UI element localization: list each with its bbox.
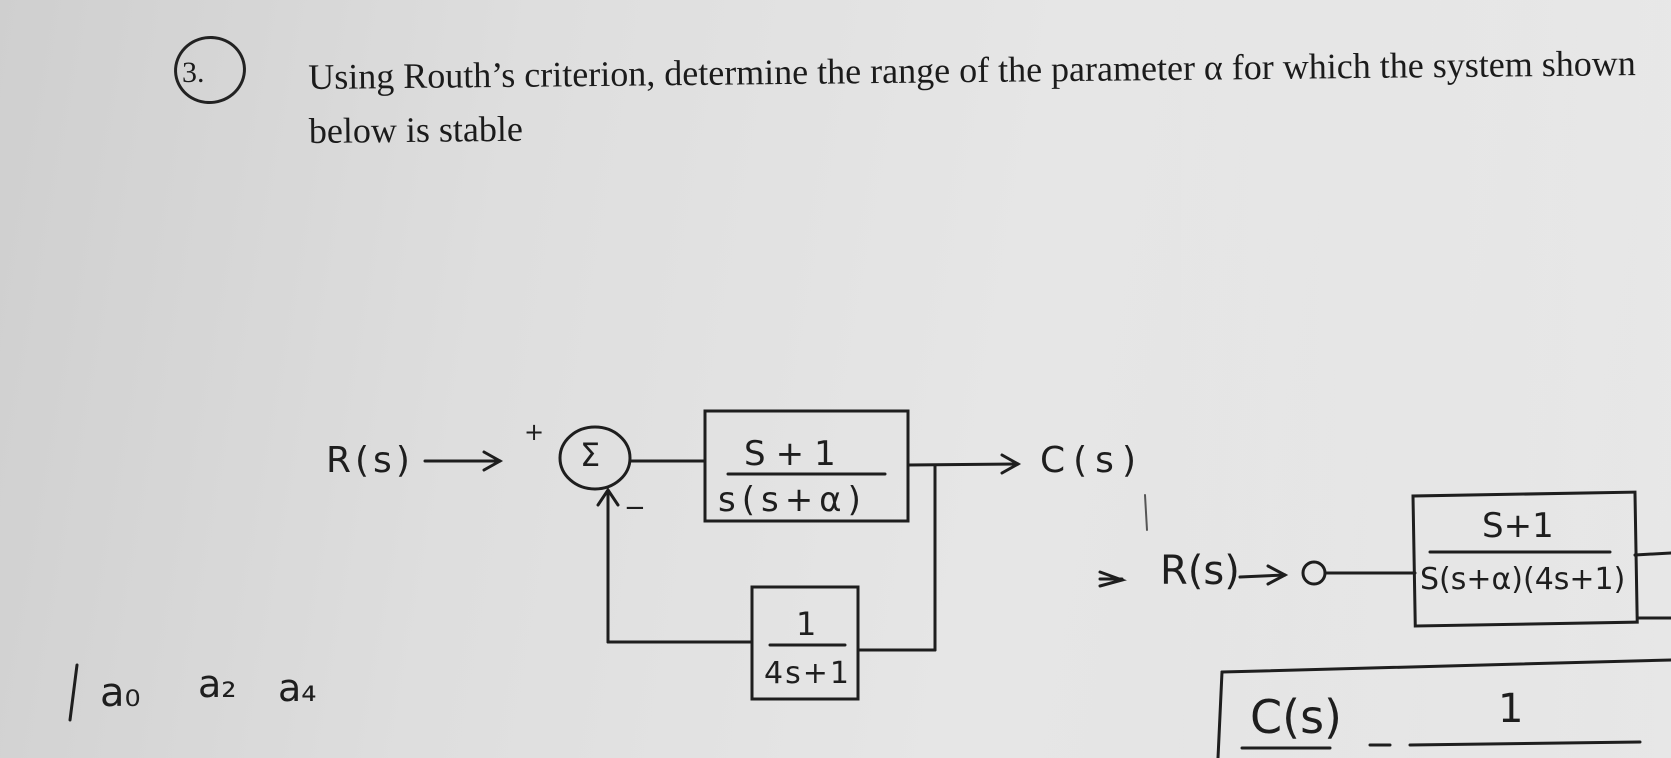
summing-junction-circle bbox=[558, 425, 632, 491]
routh-a0: a₀ bbox=[100, 670, 141, 716]
rewrite-arrow-line-2 bbox=[1238, 573, 1287, 579]
output-arrow-head bbox=[1000, 453, 1022, 475]
forward-numerator: S+1 bbox=[744, 434, 846, 474]
forward-denominator: s(s+α) bbox=[718, 480, 867, 520]
rewritten-denominator: S(s+α)(4s+1) bbox=[1420, 562, 1626, 597]
stray-mark bbox=[1144, 494, 1148, 531]
bottom-box-top bbox=[1220, 658, 1671, 674]
rewrite-block-rect bbox=[1411, 490, 1639, 628]
feedback-denominator: 4s+1 bbox=[764, 656, 851, 691]
routh-a2: a₂ bbox=[198, 662, 237, 706]
question-number: 3. bbox=[182, 56, 205, 89]
feedback-numerator: 1 bbox=[796, 605, 817, 643]
input-arrow-head bbox=[482, 450, 504, 472]
rewrite-summing-circle bbox=[1301, 560, 1327, 586]
bottom-equation-left: C(s) bbox=[1250, 690, 1342, 744]
summing-junction-symbol: Σ bbox=[580, 436, 601, 474]
input-label: R(s) bbox=[326, 440, 414, 481]
plus-sign: + bbox=[524, 418, 545, 446]
rewritten-input-label: R(s) bbox=[1160, 548, 1240, 594]
feedback-arrow-head bbox=[596, 487, 620, 507]
minus-sign: − bbox=[624, 493, 646, 523]
bottom-box-left bbox=[1216, 670, 1224, 758]
rewrite-arrow-head-2 bbox=[1266, 564, 1289, 586]
bottom-equation-right-numerator: 1 bbox=[1498, 686, 1524, 732]
rewrite-output-line bbox=[1633, 551, 1671, 557]
bottom-fraction-right-bar bbox=[1408, 740, 1642, 747]
rewritten-numerator: S+1 bbox=[1482, 506, 1554, 546]
output-arrow-line bbox=[906, 462, 1020, 467]
routh-a4: a₄ bbox=[278, 666, 317, 710]
routh-left-bar bbox=[68, 663, 79, 722]
output-label: C(s) bbox=[1040, 440, 1144, 481]
